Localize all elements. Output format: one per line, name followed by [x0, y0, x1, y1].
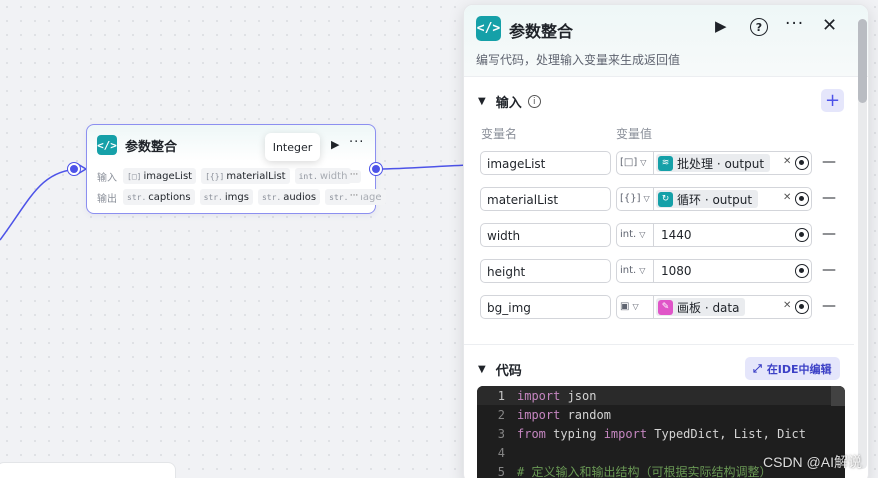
output-port[interactable]	[370, 163, 382, 175]
remove-row-button[interactable]: —	[822, 190, 836, 206]
node-title: 参数整合	[125, 139, 178, 155]
variable-name-input[interactable]: materialList	[480, 187, 611, 211]
code-section-title: 代码	[495, 364, 522, 379]
layers-icon: ≋	[658, 155, 673, 171]
add-variable-button[interactable]: +	[821, 89, 844, 112]
clear-icon[interactable]: ✕	[783, 300, 792, 311]
line-number: 1	[497, 388, 505, 403]
chevron-down-icon[interactable]: ▼	[478, 96, 486, 107]
code-icon: </>	[97, 135, 117, 155]
more-inputs-icon[interactable]: ···	[347, 170, 361, 183]
editor-scrollbar[interactable]	[831, 386, 845, 406]
output-label: 输出	[97, 193, 117, 205]
output-chip: str.captions	[123, 189, 195, 205]
clear-icon[interactable]: ✕	[783, 156, 792, 167]
input-section-title: 输入	[495, 96, 522, 111]
line-number: 3	[497, 426, 505, 441]
variable-name-input[interactable]: imageList	[480, 151, 611, 175]
column-header-value: 变量值	[616, 127, 653, 141]
code-line[interactable]: 4	[477, 443, 845, 462]
reference-tag: ↻ 循环 · output	[656, 190, 759, 208]
variable-value-text: 1440	[661, 228, 692, 242]
more-icon[interactable]: ···	[785, 14, 805, 34]
type-select[interactable]: ▣▽	[616, 295, 654, 319]
input-label: 输入	[97, 172, 117, 184]
play-icon[interactable]: ▶	[715, 17, 727, 35]
variable-value-field[interactable]: ↻ 循环 · output ✕	[653, 187, 812, 211]
output-chip: str.imgs	[199, 189, 253, 205]
info-icon[interactable]: i	[527, 95, 541, 108]
code-line[interactable]: 1 import json	[477, 386, 845, 405]
input-section-header[interactable]: ▼ 输入 i	[478, 92, 541, 111]
code-line[interactable]: 2 import random	[477, 405, 845, 424]
remove-row-button[interactable]: —	[822, 154, 836, 170]
node-output-row: 输出 str.captions str.imgs str.audios str.…	[97, 189, 391, 205]
line-number: 5	[497, 464, 505, 478]
edit-in-ide-button[interactable]: ⤢ 在IDE中编辑	[745, 357, 840, 380]
code-text: from typing import TypedDict, List, Dict	[517, 426, 807, 441]
variable-value-text: 1080	[661, 264, 692, 278]
loop-icon: ↻	[658, 191, 673, 207]
section-divider	[464, 344, 854, 345]
output-chip: str.audios	[257, 189, 321, 205]
variable-name-input[interactable]: width	[480, 223, 611, 247]
variable-value-field[interactable]: ≋ 批处理 · output ✕	[653, 151, 812, 175]
code-editor[interactable]: 1 import json 2 import random 3 from typing i…	[477, 386, 845, 478]
variable-value-field[interactable]: 1440	[653, 223, 812, 247]
clear-icon[interactable]: ✕	[783, 192, 792, 203]
code-line[interactable]: 3 from typing import TypedDict, List, Dic…	[477, 424, 845, 443]
input-port[interactable]	[68, 163, 80, 175]
variable-value-field[interactable]: 1080	[653, 259, 812, 283]
canvas-node-partial[interactable]	[0, 462, 176, 478]
expand-icon: ⤢	[753, 361, 762, 375]
node-input-row: 输入 [□]imageList [{}]materialList int.wid…	[97, 168, 356, 184]
panel-scrollbar-thumb[interactable]	[858, 19, 867, 103]
column-header-name: 变量名	[481, 127, 518, 141]
variable-name-input[interactable]: height	[480, 259, 611, 283]
panel-header: </> 参数整合 ▶ ? ··· ✕ 编写代码，处理输入变量来生成返回值	[464, 5, 868, 77]
type-select[interactable]: [□]▽	[616, 151, 654, 175]
chevron-down-icon[interactable]: ▼	[478, 364, 486, 375]
remove-row-button[interactable]: —	[822, 262, 836, 278]
input-chip: [{}]materialList	[201, 168, 290, 184]
remove-row-button[interactable]: —	[822, 298, 836, 314]
reference-picker-icon[interactable]	[795, 156, 809, 170]
line-number: 2	[497, 407, 505, 422]
type-select[interactable]: int.▽	[616, 223, 654, 247]
code-line[interactable]: 5 # 定义输入和输出结构（可根据实际结构调整）	[477, 462, 845, 478]
reference-tag: ✎ 画板 · data	[656, 298, 746, 316]
input-chip: int.width	[294, 168, 352, 184]
type-select[interactable]: [{}]▽	[616, 187, 654, 211]
more-outputs-icon[interactable]: ···	[347, 191, 361, 204]
code-text: import random	[517, 407, 611, 422]
type-tooltip: Integer	[265, 133, 320, 161]
reference-tag: ≋ 批处理 · output	[656, 154, 771, 172]
reference-picker-icon[interactable]	[795, 264, 809, 278]
code-section-header[interactable]: ▼ 代码	[478, 360, 522, 379]
canvas-icon: ✎	[658, 299, 673, 315]
panel-scrollbar[interactable]	[858, 19, 867, 469]
variable-value-field[interactable]: ✎ 画板 · data ✕	[653, 295, 812, 319]
close-icon[interactable]: ✕	[822, 15, 838, 36]
panel-description: 编写代码，处理输入变量来生成返回值	[476, 53, 681, 67]
panel-title: 参数整合	[509, 22, 574, 41]
variable-name-input[interactable]: bg_img	[480, 295, 611, 319]
reference-picker-icon[interactable]	[795, 192, 809, 206]
input-chip: [□]imageList	[123, 168, 197, 184]
remove-row-button[interactable]: —	[822, 226, 836, 242]
code-node[interactable]: </> 参数整合 ▶ ··· 输入 [□]imageList [{}]mater…	[86, 124, 386, 214]
reference-picker-icon[interactable]	[795, 228, 809, 242]
help-icon[interactable]: ?	[750, 18, 768, 36]
watermark: CSDN @AI解说	[763, 454, 862, 470]
code-text: import json	[517, 388, 597, 403]
code-text: # 定义输入和输出结构（可根据实际结构调整）	[517, 465, 772, 478]
play-icon[interactable]: ▶	[331, 138, 340, 151]
node-config-panel: </> 参数整合 ▶ ? ··· ✕ 编写代码，处理输入变量来生成返回值 ▼ 输…	[463, 4, 869, 478]
type-select[interactable]: int.▽	[616, 259, 654, 283]
reference-picker-icon[interactable]	[795, 300, 809, 314]
code-icon: </>	[476, 16, 501, 41]
line-number: 4	[497, 445, 505, 460]
more-icon[interactable]: ···	[349, 135, 365, 150]
